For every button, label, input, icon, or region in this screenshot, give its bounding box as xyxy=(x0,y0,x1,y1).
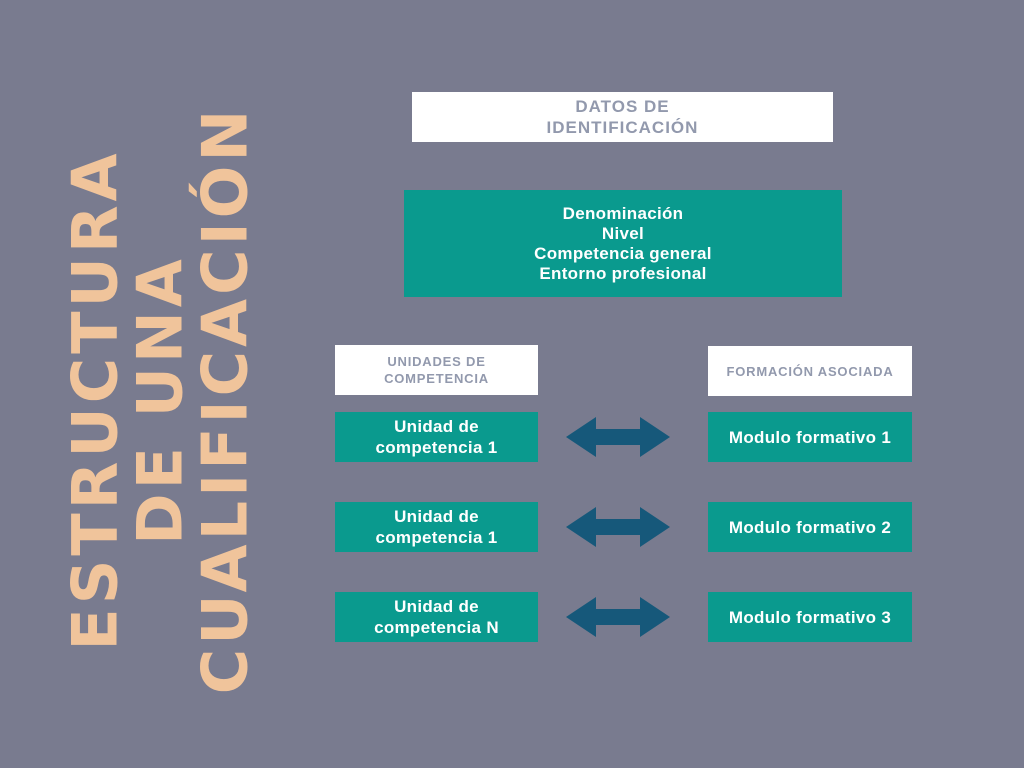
identification-data-header-line-2: IDENTIFICACIÓN xyxy=(546,118,699,137)
identification-items-box: Denominación Nivel Competencia general E… xyxy=(404,190,842,297)
competence-unit-n-line-2: competencia N xyxy=(374,618,499,637)
identification-data-header: DATOS DE IDENTIFICACIÓN xyxy=(412,92,833,142)
associated-training-column-header: FORMACIÓN ASOCIADA xyxy=(708,346,912,396)
page-title-line-1: ESTRUCTURA xyxy=(58,149,132,651)
training-module-3-label: Modulo formativo 3 xyxy=(728,607,892,627)
training-module-box-1: Modulo formativo 1 xyxy=(708,412,912,462)
page-title-line-2: DE UNA xyxy=(123,255,197,545)
page-title: ESTRUCTURA DE UNA CUALIFICACIÓN xyxy=(58,105,262,695)
training-module-1-label: Modulo formativo 1 xyxy=(728,427,892,447)
training-module-box-3: Modulo formativo 3 xyxy=(708,592,912,642)
training-module-2-label: Modulo formativo 2 xyxy=(728,517,892,537)
identification-item-entorno-profesional: Entorno profesional xyxy=(539,263,707,283)
competence-unit-2-line-2: competencia 1 xyxy=(375,528,498,547)
competence-units-header-line-2: COMPETENCIA xyxy=(384,371,489,386)
double-arrow-icon xyxy=(566,597,670,637)
identification-item-nivel: Nivel xyxy=(601,223,645,243)
competence-units-header-line-1: UNIDADES DE xyxy=(387,354,486,369)
identification-data-header-line-1: DATOS DE xyxy=(575,97,670,116)
associated-training-header-label: FORMACIÓN ASOCIADA xyxy=(726,363,894,379)
competence-unit-1-line-1: Unidad de xyxy=(394,417,479,436)
competence-unit-n-line-1: Unidad de xyxy=(394,597,479,616)
competence-unit-1-line-2: competencia 1 xyxy=(375,438,498,457)
competence-unit-2-line-1: Unidad de xyxy=(394,507,479,526)
identification-item-denominacion: Denominación xyxy=(562,203,684,223)
competence-unit-box-1: Unidad de competencia 1 xyxy=(335,412,538,462)
double-arrow-icon xyxy=(566,507,670,547)
competence-units-column-header: UNIDADES DE COMPETENCIA xyxy=(335,345,538,395)
page-title-line-3: CUALIFICACIÓN xyxy=(188,105,262,695)
double-arrow-icon xyxy=(566,417,670,457)
identification-item-competencia-general: Competencia general xyxy=(534,243,712,263)
competence-unit-box-n: Unidad de competencia N xyxy=(335,592,538,642)
training-module-box-2: Modulo formativo 2 xyxy=(708,502,912,552)
competence-unit-box-2: Unidad de competencia 1 xyxy=(335,502,538,552)
